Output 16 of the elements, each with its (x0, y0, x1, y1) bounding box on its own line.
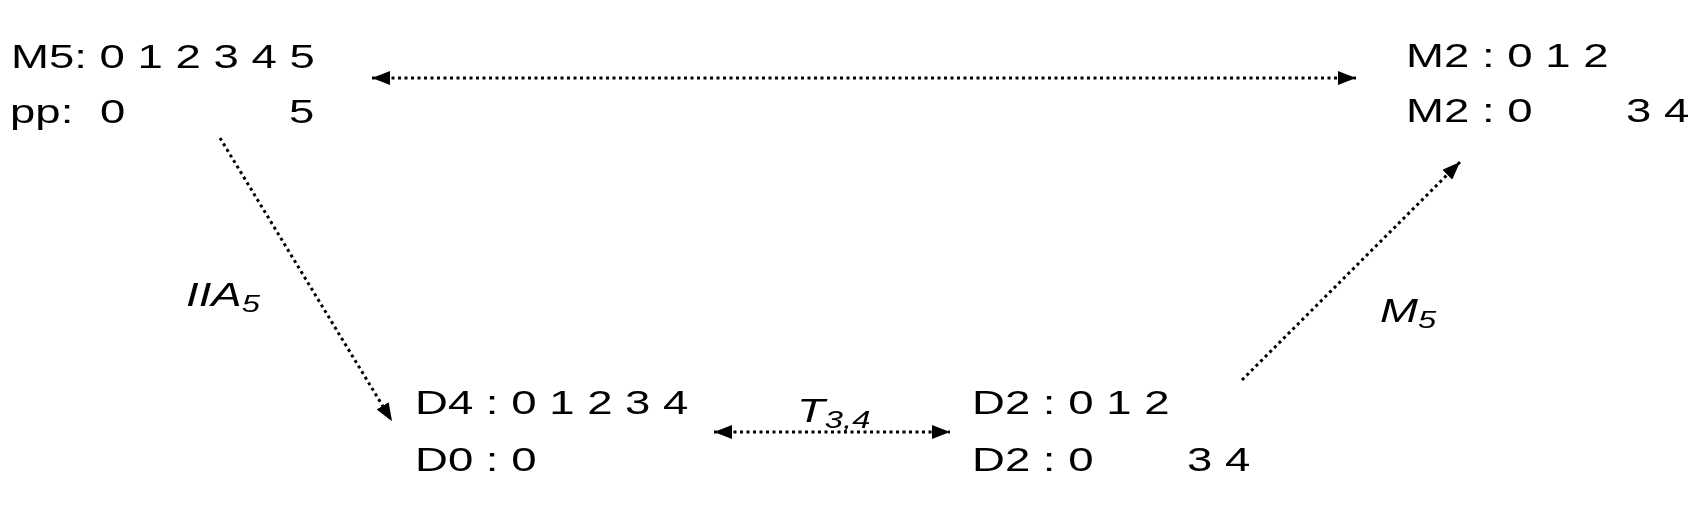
node-label: 5 (289, 93, 315, 131)
arrow (218, 137, 394, 422)
node-label: 3 4 (1187, 441, 1251, 479)
node-label: M2 : 0 1 2 (1406, 37, 1609, 75)
double-arrow (714, 425, 950, 439)
node-label: D0 : 0 (415, 441, 537, 479)
node-label: 3 4 (1626, 92, 1690, 130)
node-label: 0 (100, 93, 126, 131)
double-arrow (372, 71, 1356, 85)
node-label: D2 : 0 1 2 (972, 384, 1170, 422)
node-label: D2 : 0 (972, 441, 1094, 479)
arrow (1240, 160, 1462, 382)
node-label: D4 : 0 1 2 3 4 (415, 384, 689, 422)
node-label: M5: 0 1 2 3 4 5 (11, 38, 315, 76)
node-label: pp: (10, 93, 74, 131)
node-label: M2 : 0 (1406, 92, 1533, 130)
